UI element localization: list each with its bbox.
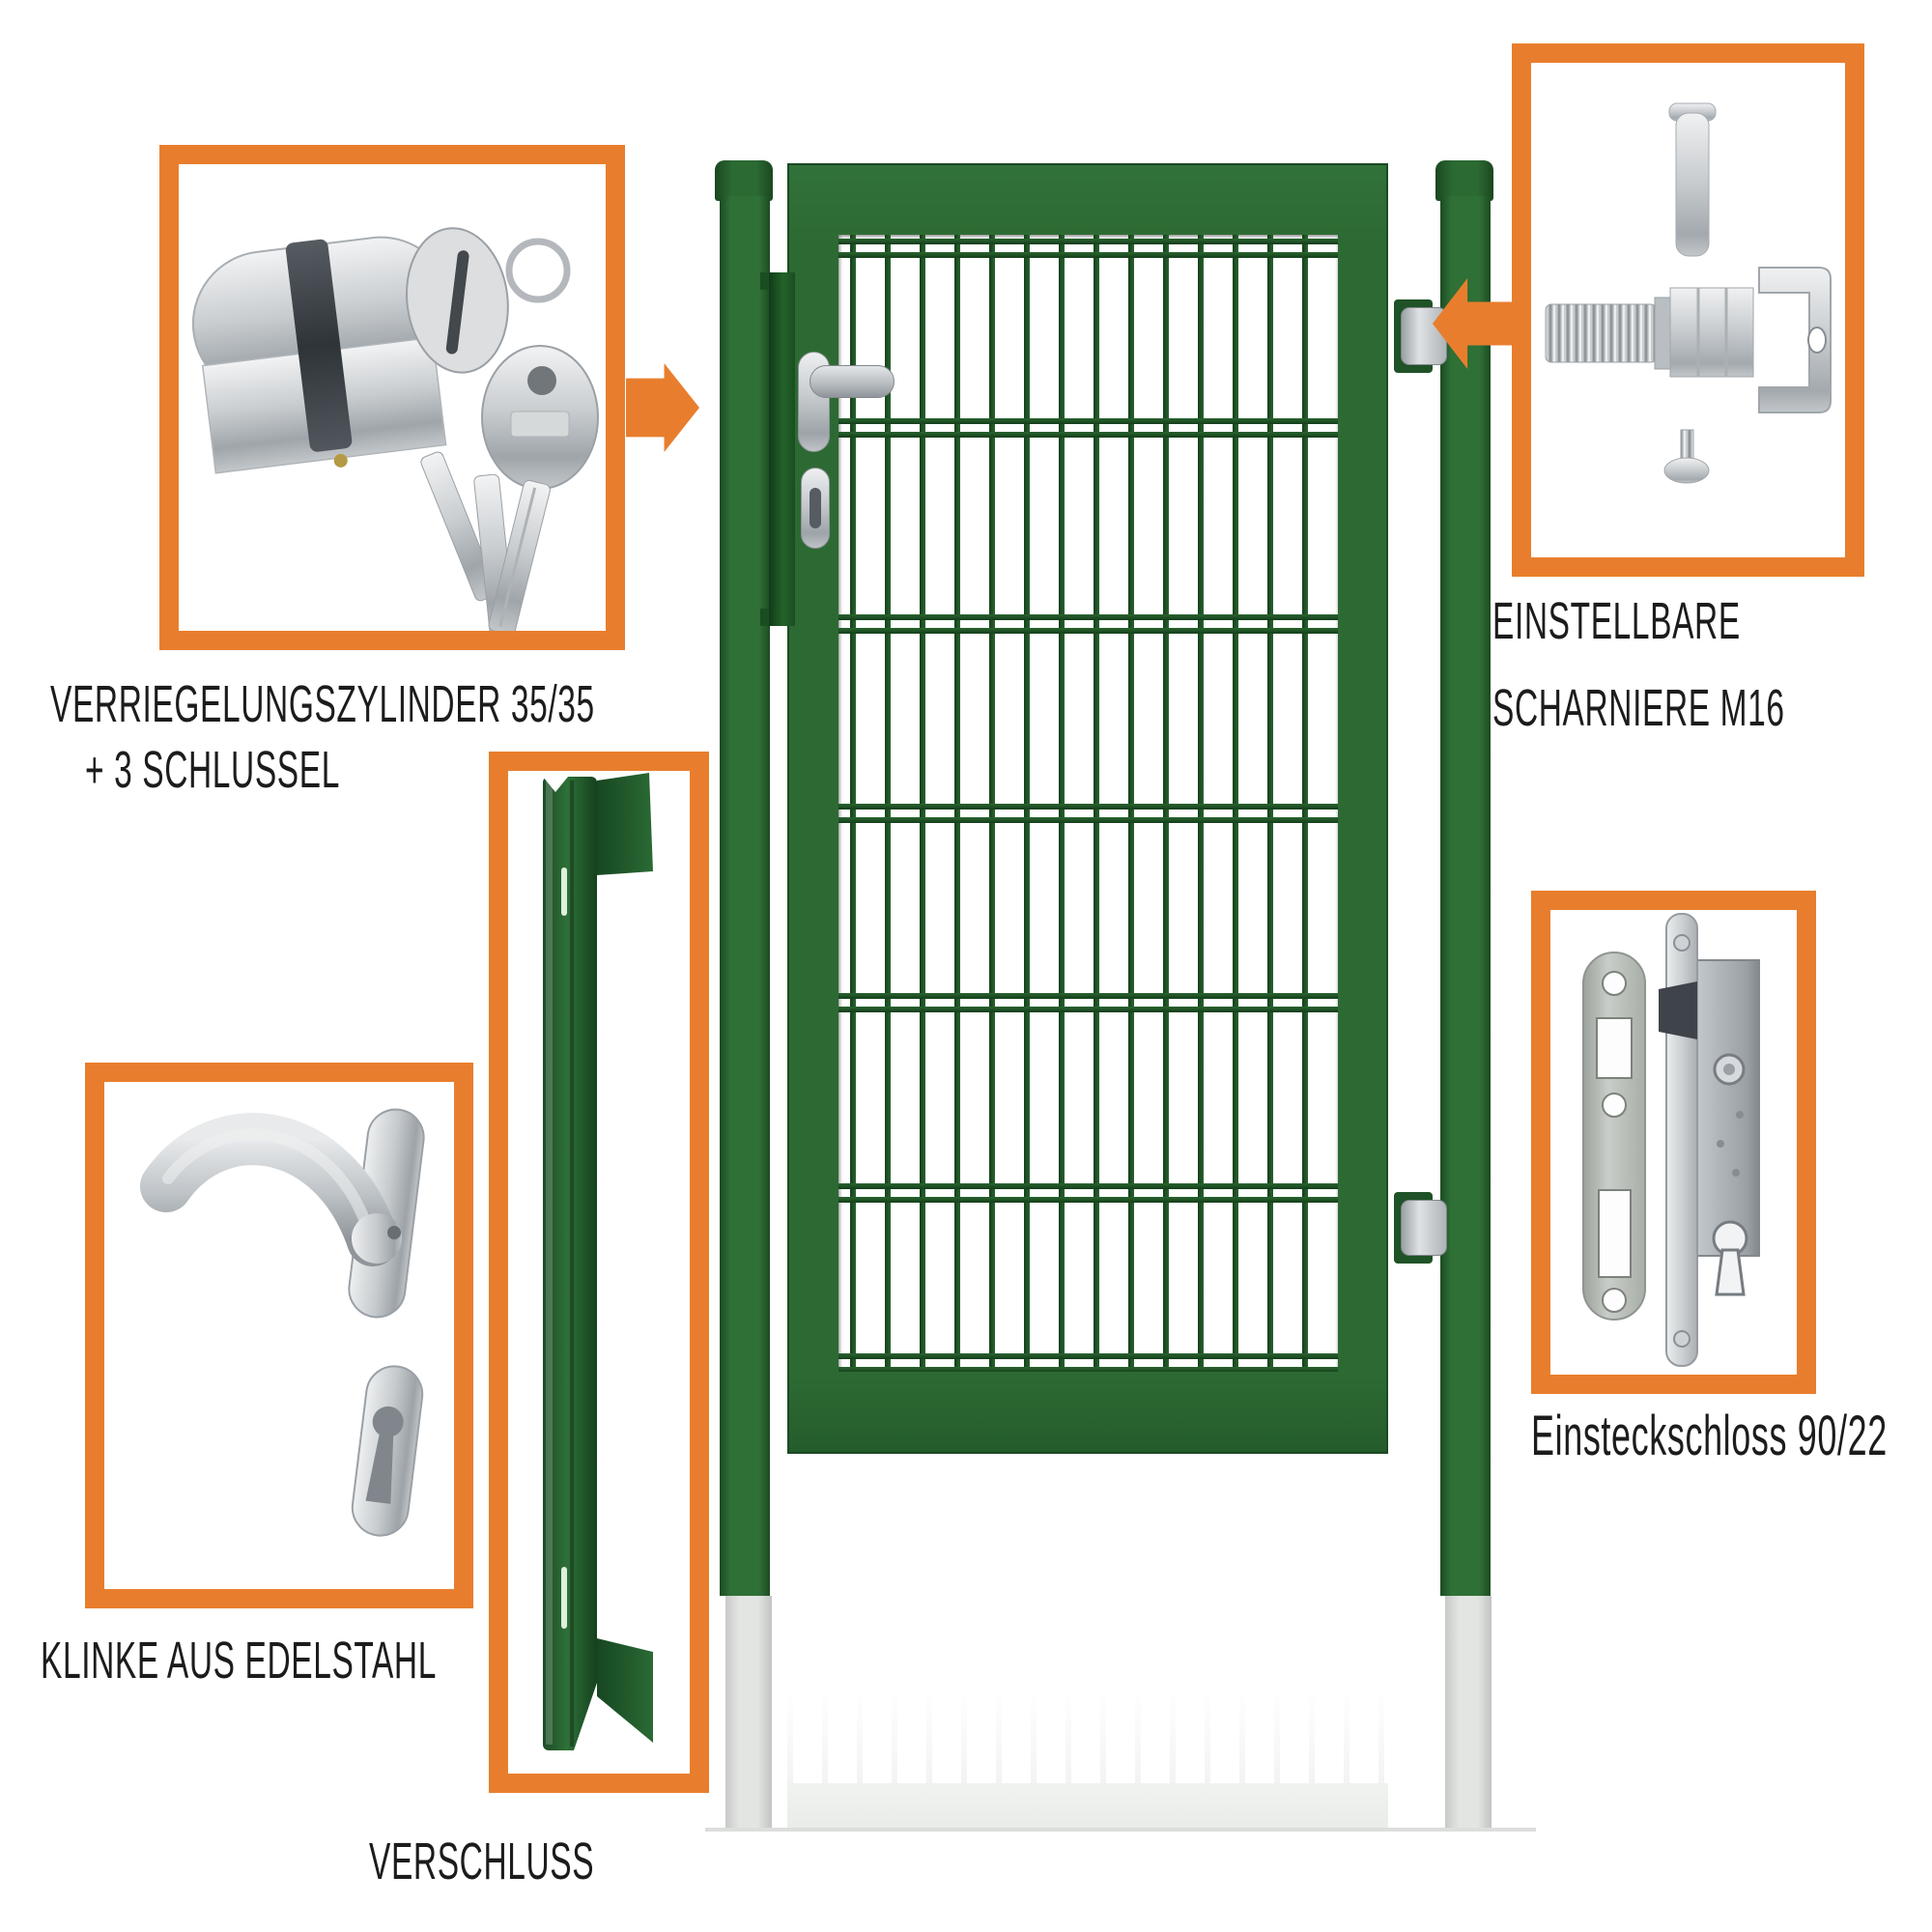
mesh-vertical-bar xyxy=(1163,235,1169,1372)
gate-reflection-fade xyxy=(787,1696,1388,1829)
right-post-base xyxy=(1445,1596,1492,1828)
mesh-vertical-bar xyxy=(1302,235,1308,1372)
callout-latch-box xyxy=(489,752,709,1793)
latch-label: VERSCHLUSS xyxy=(369,1833,595,1890)
mesh-horizontal-wire xyxy=(838,628,1338,634)
lock-cylinder-photo xyxy=(191,227,599,631)
right-post-cap xyxy=(1435,160,1493,201)
gate-handle-lever xyxy=(810,365,895,398)
mesh-vertical-bar xyxy=(1094,235,1099,1372)
right-post xyxy=(1440,196,1491,1596)
mesh-horizontal-wire xyxy=(838,1007,1338,1012)
lock-label: Einsteckschloss 90/22 xyxy=(1531,1405,1888,1467)
hinge-parts-photo xyxy=(1545,102,1832,484)
mesh-vertical-bar xyxy=(850,235,856,1372)
mesh-horizontal-wire xyxy=(838,1367,1338,1372)
bottom-hinge xyxy=(1401,1200,1447,1256)
handle-photo xyxy=(140,1108,425,1537)
mesh-horizontal-wire xyxy=(838,817,1338,823)
mesh-vertical-bar xyxy=(885,235,891,1372)
mesh-vertical-bar xyxy=(1059,235,1065,1372)
mesh-horizontal-wire xyxy=(838,252,1338,258)
arrow-right-icon xyxy=(626,363,699,452)
left-post-cap xyxy=(715,160,773,201)
mortise-lock-photo xyxy=(1582,913,1760,1367)
mesh-vertical-bar xyxy=(989,235,995,1372)
cylinder-label-line2: + 3 SCHLUSSEL xyxy=(85,741,340,799)
gate-latch-notch-bottom xyxy=(760,609,769,626)
mesh-vertical-bar xyxy=(954,235,960,1372)
hinge-label-line2: SCHARNIERE M16 xyxy=(1492,679,1785,737)
mesh-vertical-bar xyxy=(1267,235,1273,1372)
mesh-horizontal-wire xyxy=(838,1197,1338,1203)
mesh-vertical-bar xyxy=(1024,235,1030,1372)
gate-latch-notch-top xyxy=(760,272,769,290)
mesh-vertical-bar xyxy=(1198,235,1204,1372)
mesh-horizontal-wire xyxy=(838,1353,1338,1359)
mesh-horizontal-wire xyxy=(838,418,1338,424)
gate-latch-profile xyxy=(769,272,795,626)
mesh-vertical-bar xyxy=(1233,235,1238,1372)
cylinder-label-line1: VERRIEGELUNGSZYLINDER 35/35 xyxy=(50,675,595,733)
hinge-label-line1: EINSTELLBARE xyxy=(1492,592,1741,650)
mesh-horizontal-wire xyxy=(838,239,1338,244)
gate-mesh xyxy=(838,235,1338,1372)
ground-line xyxy=(705,1828,1536,1832)
mesh-horizontal-wire xyxy=(838,804,1338,810)
mesh-horizontal-wire xyxy=(838,614,1338,620)
mesh-vertical-bar xyxy=(920,235,925,1372)
mesh-vertical-bar xyxy=(1128,235,1134,1372)
closure-profile-photo xyxy=(543,773,653,1750)
mesh-horizontal-wire xyxy=(838,1183,1338,1189)
gate-cylinder-slot xyxy=(810,488,821,528)
gate-cylinder-escutcheon xyxy=(801,468,830,549)
mesh-horizontal-wire xyxy=(838,432,1338,438)
handle-label: KLINKE AUS EDELSTAHL xyxy=(41,1632,437,1690)
left-post-base xyxy=(725,1596,772,1828)
left-post xyxy=(720,196,770,1596)
mesh-horizontal-wire xyxy=(838,993,1338,999)
